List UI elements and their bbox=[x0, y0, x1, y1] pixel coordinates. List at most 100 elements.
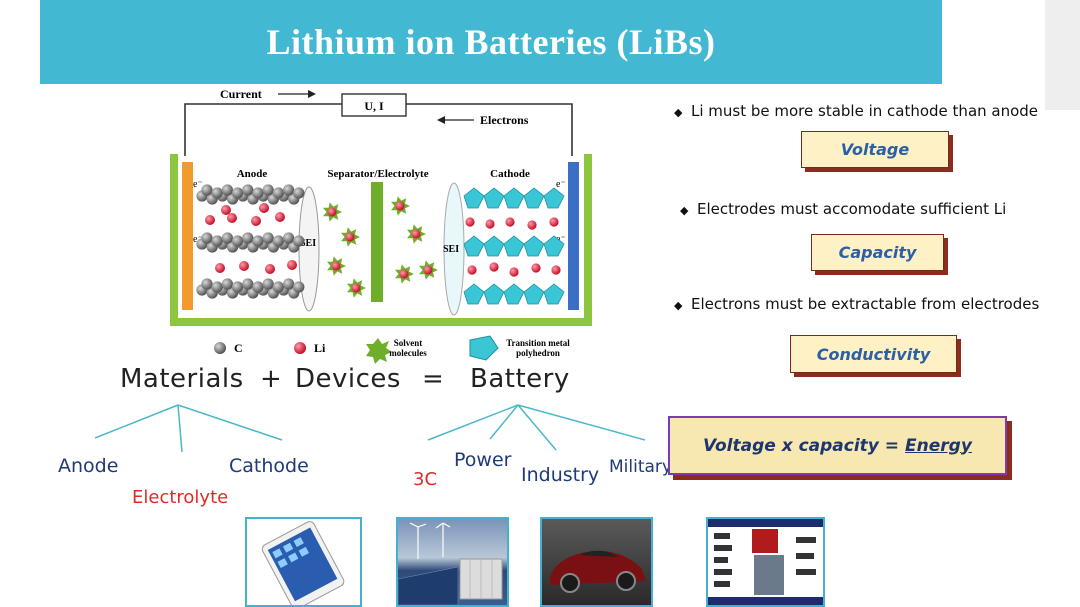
branch-line-cathode bbox=[177, 404, 283, 441]
external-circuit bbox=[184, 93, 573, 156]
legend-solvent-swatch bbox=[366, 338, 392, 364]
transition-metal-polyhedron bbox=[503, 187, 525, 209]
branch-line-power bbox=[489, 404, 519, 440]
carbon-atom bbox=[262, 278, 274, 290]
carbon-atom bbox=[262, 232, 274, 244]
carbon-atom bbox=[252, 281, 264, 293]
ui-label: U, I bbox=[364, 99, 384, 113]
lithium-ion bbox=[287, 260, 297, 270]
carbon-atom bbox=[272, 235, 284, 247]
carbon-atom bbox=[201, 184, 213, 196]
materials-term: Materials bbox=[120, 364, 244, 394]
carbon-atom bbox=[252, 235, 264, 247]
battery-term: Battery bbox=[470, 364, 570, 394]
carbon-atom bbox=[201, 278, 213, 290]
legend-carbon-swatch bbox=[214, 342, 226, 354]
carbon-atom bbox=[211, 281, 223, 293]
tablet-image bbox=[245, 517, 362, 607]
slide-title: Lithium ion Batteries (LiBs) bbox=[266, 22, 716, 62]
current-label: Current bbox=[220, 87, 262, 101]
lithium-ion bbox=[327, 207, 337, 217]
carbon-atom bbox=[293, 187, 305, 199]
carbon-atom bbox=[232, 281, 244, 293]
transition-metal-polyhedron bbox=[483, 283, 505, 305]
branch-line-electrolyte bbox=[177, 404, 183, 453]
branch-line-3c bbox=[427, 404, 519, 441]
branch-cathode: Cathode bbox=[229, 455, 309, 477]
bullet-diamond-icon: ◆ bbox=[674, 299, 683, 312]
energy-word: Energy bbox=[905, 435, 972, 456]
branch-line-industry bbox=[517, 404, 557, 451]
carbon-atom bbox=[293, 235, 305, 247]
carbon-atom bbox=[221, 278, 233, 290]
branch-electrolyte: Electrolyte bbox=[132, 487, 229, 508]
anode-current-collector bbox=[182, 162, 193, 310]
carbon-atom bbox=[232, 187, 244, 199]
transition-metal-polyhedron bbox=[483, 235, 505, 257]
requirement-conductivity: ◆Electrons must be extractable from elec… bbox=[674, 295, 1039, 313]
bullet-diamond-icon: ◆ bbox=[674, 106, 683, 119]
sei-label-cathode: SEI bbox=[443, 244, 459, 255]
carbon-atom bbox=[262, 184, 274, 196]
carbon-atom bbox=[221, 184, 233, 196]
lithium-ion bbox=[251, 216, 261, 226]
transition-metal-polyhedron bbox=[543, 187, 565, 209]
carbon-atom bbox=[211, 235, 223, 247]
separator bbox=[371, 182, 383, 302]
branch-3c: 3C bbox=[413, 469, 438, 490]
carbon-atom bbox=[211, 187, 223, 199]
transition-metal-polyhedron bbox=[483, 187, 505, 209]
diagram-legend: C Li Solvent molecules Transition metal … bbox=[214, 335, 570, 364]
lithium-ion bbox=[221, 205, 231, 215]
military-equipment-image bbox=[706, 517, 825, 607]
branch-industry: Industry bbox=[521, 464, 600, 486]
branch-anode: Anode bbox=[58, 455, 119, 477]
electrons-label: Electrons bbox=[480, 113, 529, 127]
voltage-box: Voltage bbox=[801, 131, 949, 168]
legend-lithium-label: Li bbox=[314, 341, 326, 355]
carbon-atom bbox=[252, 187, 264, 199]
branch-line-military bbox=[517, 404, 646, 441]
lithium-ion bbox=[549, 217, 559, 227]
legend-polyhedron-swatch bbox=[469, 335, 499, 361]
power-grid-image bbox=[396, 517, 509, 607]
carbon-atom bbox=[283, 232, 295, 244]
lithium-ion bbox=[259, 203, 269, 213]
cathode-lithium-ions bbox=[465, 217, 561, 277]
anode-graphite-layers bbox=[196, 184, 305, 299]
carbon-atom bbox=[242, 232, 254, 244]
equals-operator: = bbox=[422, 364, 445, 394]
current-arrow bbox=[278, 90, 316, 98]
branch-power: Power bbox=[454, 449, 512, 471]
anode-lithium-ions bbox=[205, 203, 297, 274]
side-panel-edge bbox=[1045, 0, 1080, 110]
cathode-electron-symbol: e⁻ bbox=[556, 179, 566, 190]
electrons-arrow bbox=[437, 116, 474, 124]
anode-label: Anode bbox=[237, 168, 268, 180]
transition-metal-polyhedron bbox=[463, 283, 485, 305]
lithium-ion bbox=[351, 283, 361, 293]
cathode-sei-layer bbox=[443, 182, 465, 316]
requirement-text: Li must be more stable in cathode than a… bbox=[691, 102, 1039, 120]
carbon-atom bbox=[242, 184, 254, 196]
carbon-atom bbox=[283, 184, 295, 196]
lithium-ion bbox=[489, 262, 499, 272]
lithium-ion bbox=[395, 201, 405, 211]
cathode-current-collector bbox=[568, 162, 579, 310]
requirement-capacity: ◆Electrodes must accomodate sufficient L… bbox=[680, 200, 1006, 218]
transition-metal-polyhedron bbox=[543, 235, 565, 257]
carbon-atom bbox=[272, 281, 284, 293]
anode-electron-symbol: e⁻ bbox=[193, 234, 203, 245]
lithium-ion bbox=[205, 215, 215, 225]
lithium-ion bbox=[215, 263, 225, 273]
lithium-ion bbox=[239, 261, 249, 271]
lithium-ion bbox=[551, 265, 561, 275]
requirement-text: Electrodes must accomodate sufficient Li bbox=[697, 200, 1007, 218]
solvated-lithium-ions bbox=[323, 196, 438, 298]
lithium-ion bbox=[423, 265, 433, 275]
carbon-atom bbox=[221, 232, 233, 244]
lithium-ion bbox=[227, 213, 237, 223]
separator-label: Separator/Electrolyte bbox=[327, 168, 428, 180]
transition-metal-polyhedron bbox=[463, 235, 485, 257]
cell-container bbox=[170, 154, 592, 326]
